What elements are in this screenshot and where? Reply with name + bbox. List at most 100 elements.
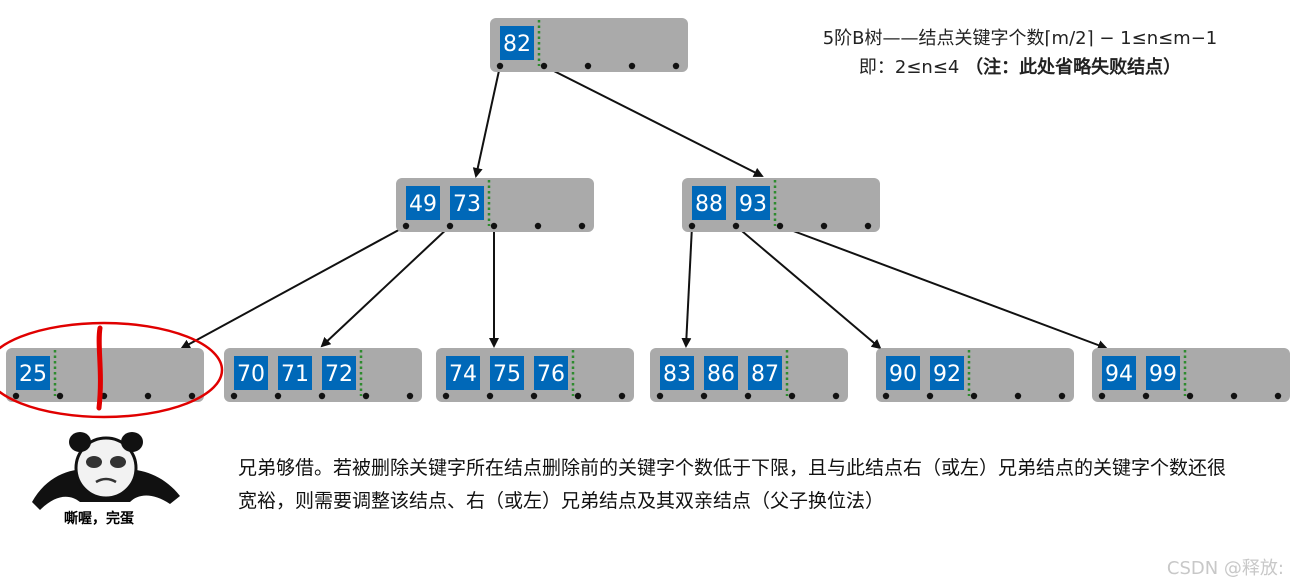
pointer-dot: [820, 222, 828, 230]
pointer-dot: [230, 392, 238, 400]
pointer-dot: [672, 62, 680, 70]
key-label-86: 86: [707, 362, 735, 387]
pointer-dot: [490, 222, 498, 230]
pointer-dot: [486, 392, 494, 400]
edge-root-to-n88: [543, 65, 764, 177]
pointer-dot: [732, 222, 740, 230]
pointer-dot: [446, 222, 454, 230]
tree-node-root: 82: [490, 18, 688, 72]
rule-line-2: 即：2≤n≤4: [858, 57, 960, 78]
pointer-dot: [318, 392, 326, 400]
pointer-dot: [1186, 392, 1194, 400]
key-label-73: 73: [453, 192, 481, 217]
pointer-dot: [584, 62, 592, 70]
key-label-70: 70: [237, 362, 265, 387]
node-body: [396, 178, 594, 232]
key-label-82: 82: [503, 32, 531, 57]
tree-node-n83: 83 86 87: [650, 348, 848, 402]
key-label-92: 92: [933, 362, 961, 387]
pointer-dot: [56, 392, 64, 400]
pointer-dot: [832, 392, 840, 400]
key-label-94: 94: [1105, 362, 1133, 387]
key-box-94: [1102, 356, 1136, 390]
panda-ear-right: [121, 432, 143, 452]
key-box-70: [234, 356, 268, 390]
pointer-dot: [1014, 392, 1022, 400]
key-box-74: [446, 356, 480, 390]
pointer-dot: [926, 392, 934, 400]
pointer-dot: [12, 392, 20, 400]
key-label-93: 93: [739, 192, 767, 217]
pointer-dot: [578, 222, 586, 230]
key-box-99: [1146, 356, 1180, 390]
key-label-87: 87: [751, 362, 779, 387]
pointer-dot: [442, 392, 450, 400]
pointer-dot: [688, 222, 696, 230]
node-body: [876, 348, 1074, 402]
pointer-dot: [618, 392, 626, 400]
edge-n88-to-n90: [735, 225, 882, 350]
key-box-82: [500, 26, 534, 60]
key-label-83: 83: [663, 362, 691, 387]
panda-eye-left: [86, 456, 102, 468]
pointer-dot: [274, 392, 282, 400]
pointer-dot: [362, 392, 370, 400]
key-box-72: [322, 356, 356, 390]
sticker-caption: 嘶喔，完蛋: [64, 511, 134, 527]
node-body: [682, 178, 880, 232]
key-box-73: [450, 186, 484, 220]
key-label-88: 88: [695, 192, 723, 217]
pointer-dot: [744, 392, 752, 400]
pointer-dot: [970, 392, 978, 400]
key-box-71: [278, 356, 312, 390]
pointer-dot: [530, 392, 538, 400]
pointer-dot: [406, 392, 414, 400]
pointer-dot: [144, 392, 152, 400]
pointer-dot: [540, 62, 548, 70]
key-label-90: 90: [889, 362, 917, 387]
panda-face: [74, 436, 138, 500]
tree-node-n25: 25: [6, 348, 204, 402]
panda-ear-left: [69, 432, 91, 452]
pointer-dot: [402, 222, 410, 230]
pointer-dot: [700, 392, 708, 400]
key-box-88: [692, 186, 726, 220]
key-label-49: 49: [409, 192, 437, 217]
pointer-dot: [188, 392, 196, 400]
panda-sticker: [32, 432, 180, 510]
pointer-dot: [496, 62, 504, 70]
pointer-dot: [776, 222, 784, 230]
edges-layer: [180, 65, 1108, 350]
watermark: CSDN @释放:: [1166, 558, 1284, 579]
deleted-key-marker: [0, 321, 224, 419]
pointer-dot: [534, 222, 542, 230]
b-tree-rule-text: 5阶B树——结点关键字个数⌈m/2⌉ − 1≤n≤m−1 即：2≤n≤4 （注：…: [760, 24, 1280, 82]
pointer-dot: [788, 392, 796, 400]
key-box-86: [704, 356, 738, 390]
rule-line-1: 5阶B树——结点关键字个数⌈m/2⌉ − 1≤n≤m−1: [822, 28, 1218, 49]
key-box-92: [930, 356, 964, 390]
pointer-dot: [628, 62, 636, 70]
key-box-90: [886, 356, 920, 390]
pointer-dot: [1230, 392, 1238, 400]
key-box-25: [16, 356, 50, 390]
panda-mouth: [95, 477, 117, 484]
tree-node-n49: 49 73: [396, 178, 594, 232]
edge-n88-to-n94: [779, 225, 1108, 350]
rule-note: （注：此处省略失败结点）: [965, 57, 1182, 78]
key-box-76: [534, 356, 568, 390]
key-label-75: 75: [493, 362, 521, 387]
key-box-93: [736, 186, 770, 220]
edge-root-to-n49: [472, 65, 501, 178]
key-box-87: [748, 356, 782, 390]
pointer-dot: [1142, 392, 1150, 400]
edge-n49-to-n70: [320, 225, 451, 348]
pointer-dot: [1274, 392, 1282, 400]
tree-node-n90: 90 92: [876, 348, 1074, 402]
edge-n88-to-n83: [681, 225, 693, 348]
key-box-75: [490, 356, 524, 390]
